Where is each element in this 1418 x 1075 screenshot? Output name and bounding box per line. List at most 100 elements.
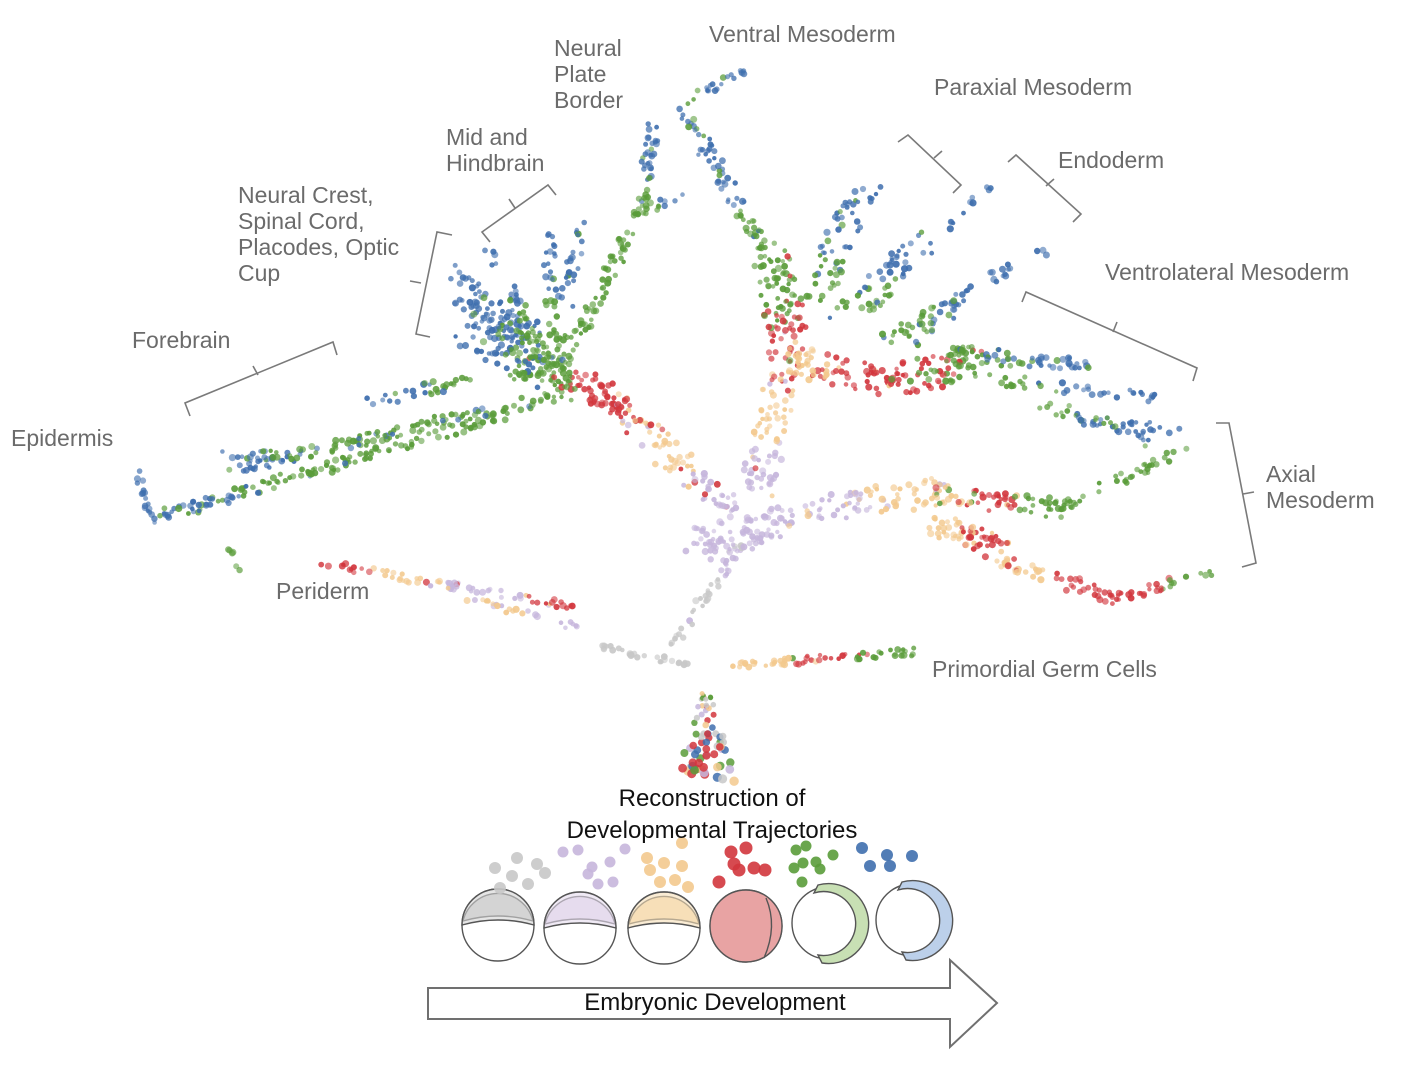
cell-point	[1004, 355, 1012, 363]
cell-point	[895, 496, 901, 502]
cell-point	[695, 703, 701, 710]
cell-point	[504, 411, 510, 416]
cell-point	[403, 387, 409, 394]
cell-point	[837, 209, 843, 215]
cell-point	[716, 743, 724, 751]
cell-point	[781, 428, 788, 434]
cell-point	[414, 421, 421, 428]
cell-point	[947, 378, 953, 383]
cell-point	[808, 355, 814, 361]
cell-point	[546, 354, 552, 360]
cell-point	[974, 542, 981, 550]
cell-point	[932, 484, 940, 492]
cell-point	[453, 583, 460, 590]
cell-point	[578, 250, 585, 257]
cell-point	[1081, 387, 1087, 393]
cell-point	[796, 355, 803, 362]
cell-point	[578, 331, 584, 336]
cell-point	[779, 371, 785, 377]
cell-point	[787, 507, 794, 514]
cell-point	[265, 480, 271, 486]
cell-point	[287, 475, 293, 481]
cell-point	[753, 233, 760, 240]
cell-point	[456, 280, 464, 287]
cell-point	[332, 456, 340, 464]
cell-point	[390, 569, 397, 576]
cell-point	[819, 497, 825, 503]
cell-point	[895, 381, 901, 387]
cell-point	[551, 374, 558, 381]
cell-point	[161, 505, 168, 512]
stage-dot	[506, 870, 518, 882]
cell-point	[944, 358, 949, 364]
cell-point	[865, 383, 873, 391]
cell-point	[547, 269, 554, 275]
cell-point	[837, 268, 845, 276]
cell-point	[482, 247, 488, 254]
stage-dot	[747, 861, 761, 875]
cell-point	[725, 567, 732, 574]
cell-point	[691, 524, 698, 532]
cell-point	[838, 221, 846, 229]
cell-point	[969, 523, 977, 531]
bracket-forebrain	[183, 340, 338, 417]
cell-point	[590, 377, 596, 383]
cell-point	[270, 485, 277, 492]
cell-point	[635, 211, 641, 217]
cell-point	[927, 530, 935, 538]
cell-point	[701, 547, 709, 556]
cell-point	[400, 578, 406, 583]
cell-point	[808, 346, 816, 353]
cell-point	[389, 575, 395, 580]
cell-point	[1053, 498, 1059, 504]
cell-point	[369, 437, 377, 445]
cell-point	[473, 589, 481, 596]
cell-point	[1198, 570, 1204, 576]
cell-point	[553, 313, 560, 320]
cell-point	[914, 497, 921, 504]
cell-point	[812, 272, 819, 279]
cell-point	[562, 333, 568, 338]
cell-point	[432, 428, 439, 435]
cell-point	[305, 468, 311, 475]
cell-point	[535, 370, 542, 377]
cell-point	[804, 357, 811, 364]
cell-point	[971, 490, 978, 497]
cell-point	[827, 285, 834, 291]
cell-point	[1040, 567, 1046, 573]
cell-point	[497, 299, 504, 305]
cell-point	[770, 284, 776, 289]
cell-point	[487, 334, 494, 341]
cell-point	[1007, 265, 1014, 272]
cell-point	[627, 652, 635, 659]
cell-point	[236, 462, 243, 469]
cell-point	[998, 497, 1004, 502]
cell-point	[456, 269, 463, 276]
cell-point	[766, 527, 771, 532]
cell-point	[691, 97, 696, 102]
cell-point	[1060, 389, 1068, 397]
cell-point	[719, 732, 727, 740]
cell-point	[246, 453, 254, 461]
cell-point	[559, 336, 567, 344]
cell-point	[724, 503, 730, 510]
cell-point	[387, 398, 393, 404]
cell-point	[833, 368, 839, 374]
cell-point	[482, 356, 489, 364]
cell-point	[425, 421, 432, 428]
cell-point	[716, 518, 724, 526]
cell-point	[822, 655, 828, 661]
cell-point	[691, 476, 699, 483]
cell-point	[966, 499, 974, 507]
cell-point	[1080, 586, 1087, 593]
cell-point	[486, 325, 493, 332]
cell-point	[478, 348, 485, 355]
cell-point	[318, 561, 325, 568]
cell-point	[787, 325, 793, 331]
stage-dot	[682, 881, 694, 893]
cell-point	[711, 496, 717, 503]
cell-point	[945, 311, 953, 319]
cell-point	[394, 398, 401, 405]
cell-point	[924, 329, 930, 335]
cell-point	[624, 229, 631, 236]
